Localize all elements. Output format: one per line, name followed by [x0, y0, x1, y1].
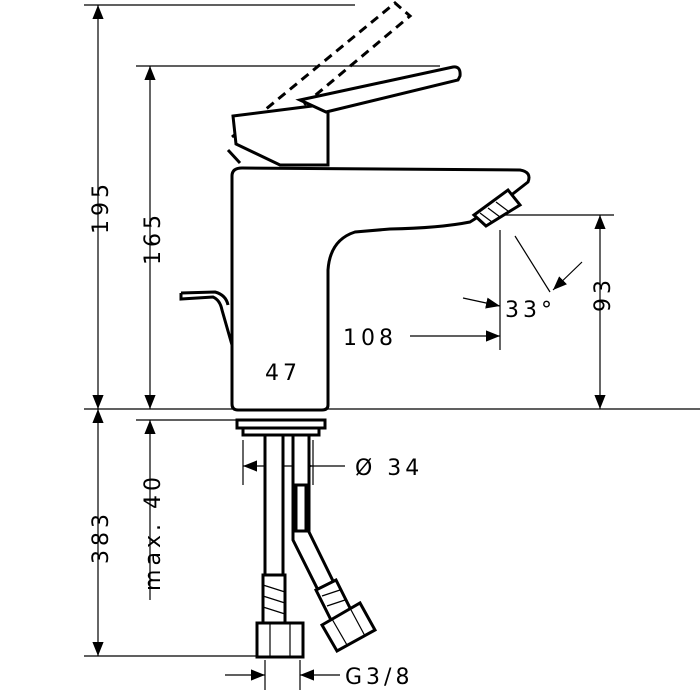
label-base-width: 47: [265, 361, 301, 386]
label-spout-reach: 108: [343, 326, 397, 351]
supply-fittings: [235, 418, 378, 659]
faucet-body: [179, 1, 531, 412]
label-faucet-height: 165: [141, 211, 166, 265]
label-thread-diameter: Ø 34: [355, 456, 423, 481]
label-total-height: 195: [89, 180, 114, 234]
label-hose-length: 383: [89, 510, 114, 564]
label-spout-height: 93: [591, 276, 616, 312]
label-spout-angle: 33°: [505, 298, 556, 323]
label-max-thickness: max. 40: [141, 473, 166, 591]
label-connection: G3/8: [345, 665, 413, 690]
